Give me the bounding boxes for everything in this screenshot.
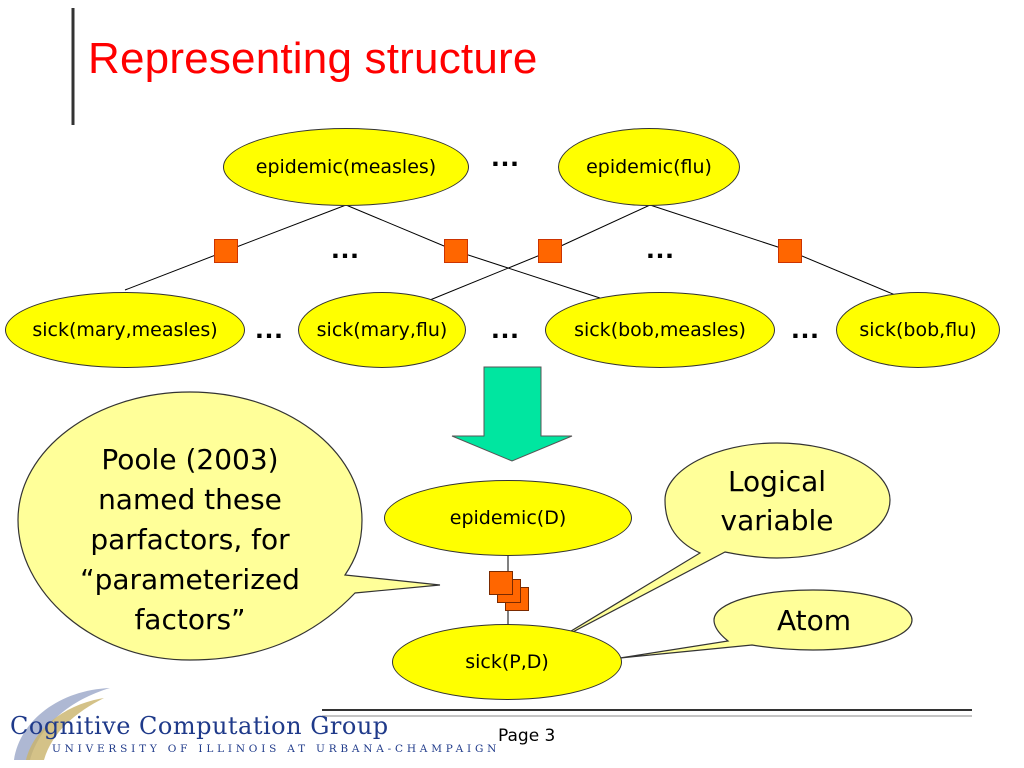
atom-callout-text: Atom [776,604,852,637]
node-sick-bob-flu: sick(bob,flu) [836,292,1000,368]
ellipsis-bottom-3: … [790,312,820,345]
parfactor-stack-front [489,571,513,595]
edge-factor2-bob-measles [455,250,601,299]
logo-swoosh-mark-inner [26,698,104,760]
poole-line-2: named these [98,483,282,516]
node-epidemic-flu: epidemic(flu) [558,128,740,206]
node-epidemic-measles: epidemic(measles) [223,128,469,206]
edge-measles-factor1 [225,204,347,252]
ellipsis-bottom-1: … [254,312,284,345]
ellipsis-factor-right: … [645,232,675,265]
edge-factor3-mary-flu [429,250,551,301]
factor-square-4 [778,239,802,263]
factor-square-2 [444,239,468,263]
logical-variable-callout-text: Logical variable [677,462,877,540]
logical-variable-line-1: Logical [727,465,827,498]
poole-line-4: “parameterized [80,563,300,596]
poole-callout-text: Poole (2003) named these parfactors, for… [40,440,340,640]
node-sick-mary-flu: sick(mary,flu) [298,292,466,368]
ellipsis-factor-left: … [330,232,360,265]
atom-callout-bubble [619,589,913,659]
edge-flu-factor4 [649,204,791,252]
ellipsis-bottom-2: … [490,312,520,345]
poole-line-1: Poole (2003) [101,443,279,476]
factor-square-1 [214,239,238,263]
logical-variable-callout-bubble [547,442,891,646]
logo-wordmark: Cognitive Computation Group [10,712,389,740]
page-number: Page 3 [498,726,556,746]
transform-down-arrow [451,366,573,462]
poole-line-5: factors” [134,603,246,636]
logo-university: UNIVERSITY OF ILLINOIS AT URBANA-CHAMPAI… [52,743,501,755]
edge-flu-factor3 [549,204,651,252]
poole-line-3: parfactors, for [90,523,290,556]
node-sick-PD: sick(P,D) [392,624,622,700]
node-sick-bob-measles: sick(bob,measles) [545,292,775,368]
factor-square-3 [538,239,562,263]
slide-title: Representing structure [88,34,538,83]
poole-callout-bubble [17,391,441,661]
node-epidemic-D: epidemic(D) [384,480,632,556]
logo-swoosh-mark [14,688,110,760]
node-sick-mary-measles: sick(mary,measles) [5,292,245,368]
ellipsis-top: … [490,140,520,173]
edge-measles-factor2 [345,204,457,252]
logical-variable-line-2: variable [720,504,834,537]
edge-factor1-mary-measles [124,250,227,291]
